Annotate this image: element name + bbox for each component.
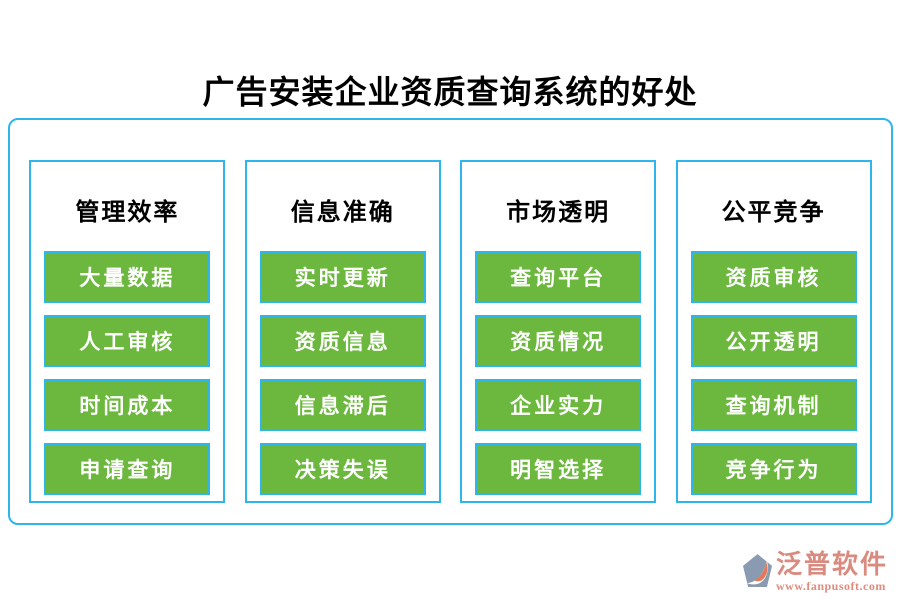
benefit-item: 资质审核 <box>690 251 857 303</box>
button-stack: 大量数据 人工审核 时间成本 申请查询 <box>44 251 211 495</box>
benefit-item: 企业实力 <box>475 379 642 431</box>
column-header: 信息准确 <box>290 200 395 226</box>
fanpu-diamond-icon <box>742 553 773 587</box>
column-market-transparency: 市场透明 查询平台 资质情况 企业实力 明智选择 <box>460 160 657 503</box>
benefit-item: 资质情况 <box>475 315 642 367</box>
benefit-item: 公开透明 <box>690 315 857 367</box>
button-stack: 实时更新 资质信息 信息滞后 决策失误 <box>259 251 426 495</box>
benefit-item: 明智选择 <box>475 443 642 495</box>
column-fair-competition: 公平竞争 资质审核 公开透明 查询机制 竞争行为 <box>675 160 872 503</box>
benefit-item: 查询机制 <box>690 379 857 431</box>
brand-url: www.fanpusoft.com <box>775 579 886 593</box>
column-header: 公平竞争 <box>721 200 826 226</box>
benefit-item: 决策失误 <box>259 443 426 495</box>
benefit-item: 大量数据 <box>44 251 211 303</box>
benefit-item: 竞争行为 <box>690 443 857 495</box>
benefit-item: 申请查询 <box>44 443 211 495</box>
page-title: 广告安装企业资质查询系统的好处 <box>202 74 698 111</box>
button-stack: 资质审核 公开透明 查询机制 竞争行为 <box>690 251 857 495</box>
fanpu-logo: 泛普软件 www.fanpusoft.com <box>742 549 888 594</box>
logo-text-block: 泛普软件 www.fanpusoft.com <box>775 549 888 594</box>
benefit-item: 时间成本 <box>44 379 211 431</box>
benefit-item: 查询平台 <box>475 251 642 303</box>
benefit-item: 资质信息 <box>259 315 426 367</box>
column-header: 市场透明 <box>506 200 611 226</box>
benefit-item: 实时更新 <box>259 251 426 303</box>
benefit-item: 信息滞后 <box>259 379 426 431</box>
benefit-item: 人工审核 <box>44 315 211 367</box>
benefits-board: 管理效率 大量数据 人工审核 时间成本 申请查询 信息准确 实时更新 资质信息 … <box>8 118 893 525</box>
column-header: 管理效率 <box>75 200 180 226</box>
brand-name: 泛普软件 <box>775 549 888 579</box>
column-management-efficiency: 管理效率 大量数据 人工审核 时间成本 申请查询 <box>29 160 226 503</box>
button-stack: 查询平台 资质情况 企业实力 明智选择 <box>475 251 642 495</box>
column-information-accuracy: 信息准确 实时更新 资质信息 信息滞后 决策失误 <box>244 160 441 503</box>
